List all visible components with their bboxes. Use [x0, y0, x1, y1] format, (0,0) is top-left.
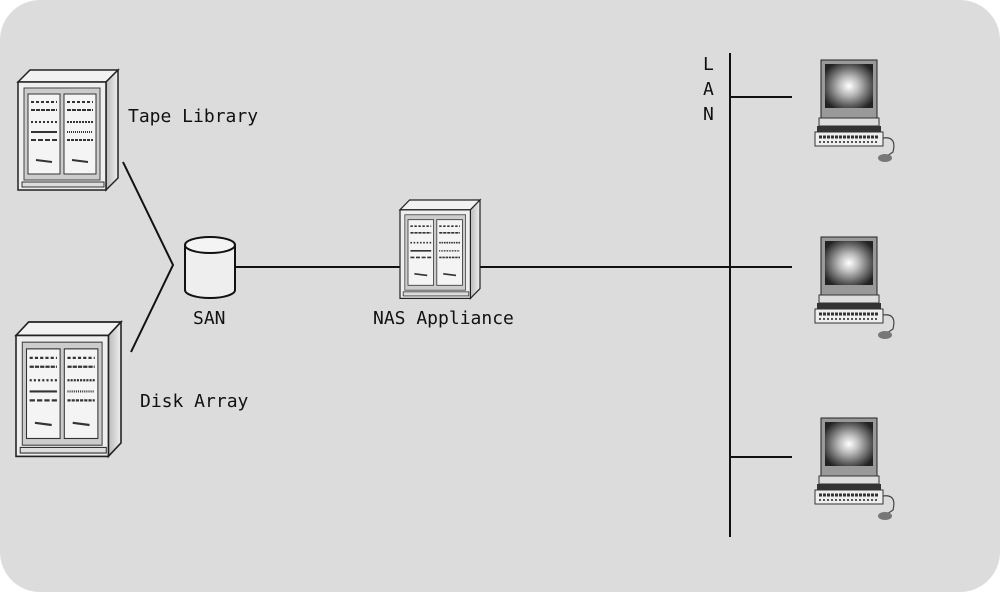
tape-library-icon [17, 69, 119, 191]
san-cylinder-icon [184, 236, 236, 299]
lan-label-n: N [703, 104, 714, 125]
lan-label-a: A [703, 79, 714, 100]
disk-array-icon [14, 320, 123, 458]
nas-appliance-icon [399, 199, 481, 300]
storage-to-san-link [122, 161, 175, 353]
lan-label-l: L [703, 54, 714, 75]
disk-array-label: Disk Array [140, 391, 249, 412]
san-label: SAN [193, 308, 226, 329]
nas-label: NAS Appliance [373, 308, 514, 329]
tape-library-label: Tape Library [128, 106, 258, 127]
